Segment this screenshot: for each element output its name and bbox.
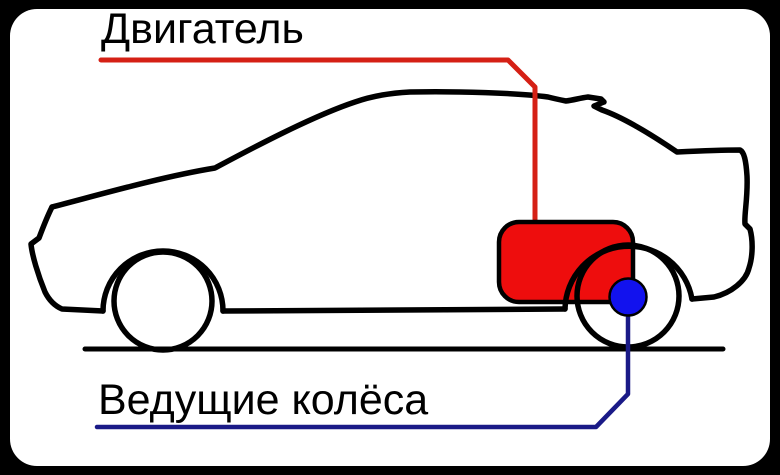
- drive-wheels-label: Ведущие колёса: [98, 376, 429, 424]
- drive-wheel-hub: [608, 277, 648, 317]
- engine-label: Двигатель: [101, 5, 304, 53]
- car-front-lower-outline: [28, 204, 106, 314]
- car-sill-line: [220, 306, 568, 314]
- front-wheel-tire: [111, 249, 215, 353]
- drive-wheel-leader-line: [94, 294, 631, 430]
- engine-leader-line: [98, 57, 538, 229]
- car-body-outline: [49, 88, 755, 302]
- diagram-panel: [10, 9, 770, 466]
